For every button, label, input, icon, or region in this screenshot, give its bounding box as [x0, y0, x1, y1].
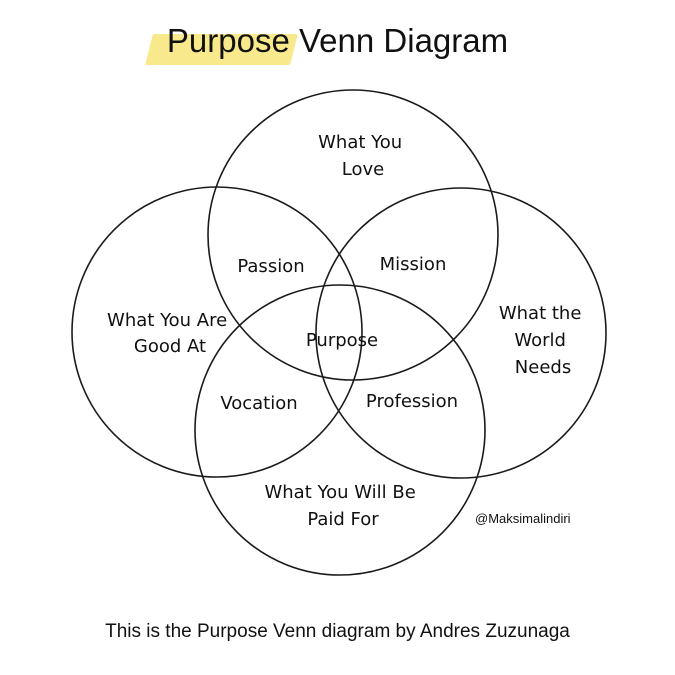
title-rest: Venn Diagram — [298, 22, 509, 59]
circle-what-you-will-be-paid-for — [194, 284, 486, 576]
label-what-you-will-be-paid-for: What You Will Be Paid For — [264, 482, 421, 530]
label-vocation: Vocation — [220, 393, 297, 414]
label-what-you-are-good-at: What You Are Good At — [107, 310, 233, 357]
label-what-the-world-needs: What the World Needs — [499, 303, 587, 378]
title-highlighted-word: Purpose — [166, 22, 290, 59]
title-wrap: Purpose Venn Diagram — [0, 22, 675, 60]
watermark: @Maksimalindiri — [475, 511, 571, 526]
label-purpose: Purpose — [306, 330, 378, 351]
label-what-you-love: What You Love — [318, 132, 408, 180]
circle-what-the-world-needs — [315, 187, 607, 479]
circle-what-you-are-good-at — [71, 186, 363, 478]
label-passion: Passion — [237, 256, 304, 277]
label-profession: Profession — [366, 391, 458, 412]
page-title: Purpose Venn Diagram — [167, 22, 508, 60]
label-mission: Mission — [380, 254, 447, 275]
caption: This is the Purpose Venn diagram by Andr… — [105, 621, 570, 642]
